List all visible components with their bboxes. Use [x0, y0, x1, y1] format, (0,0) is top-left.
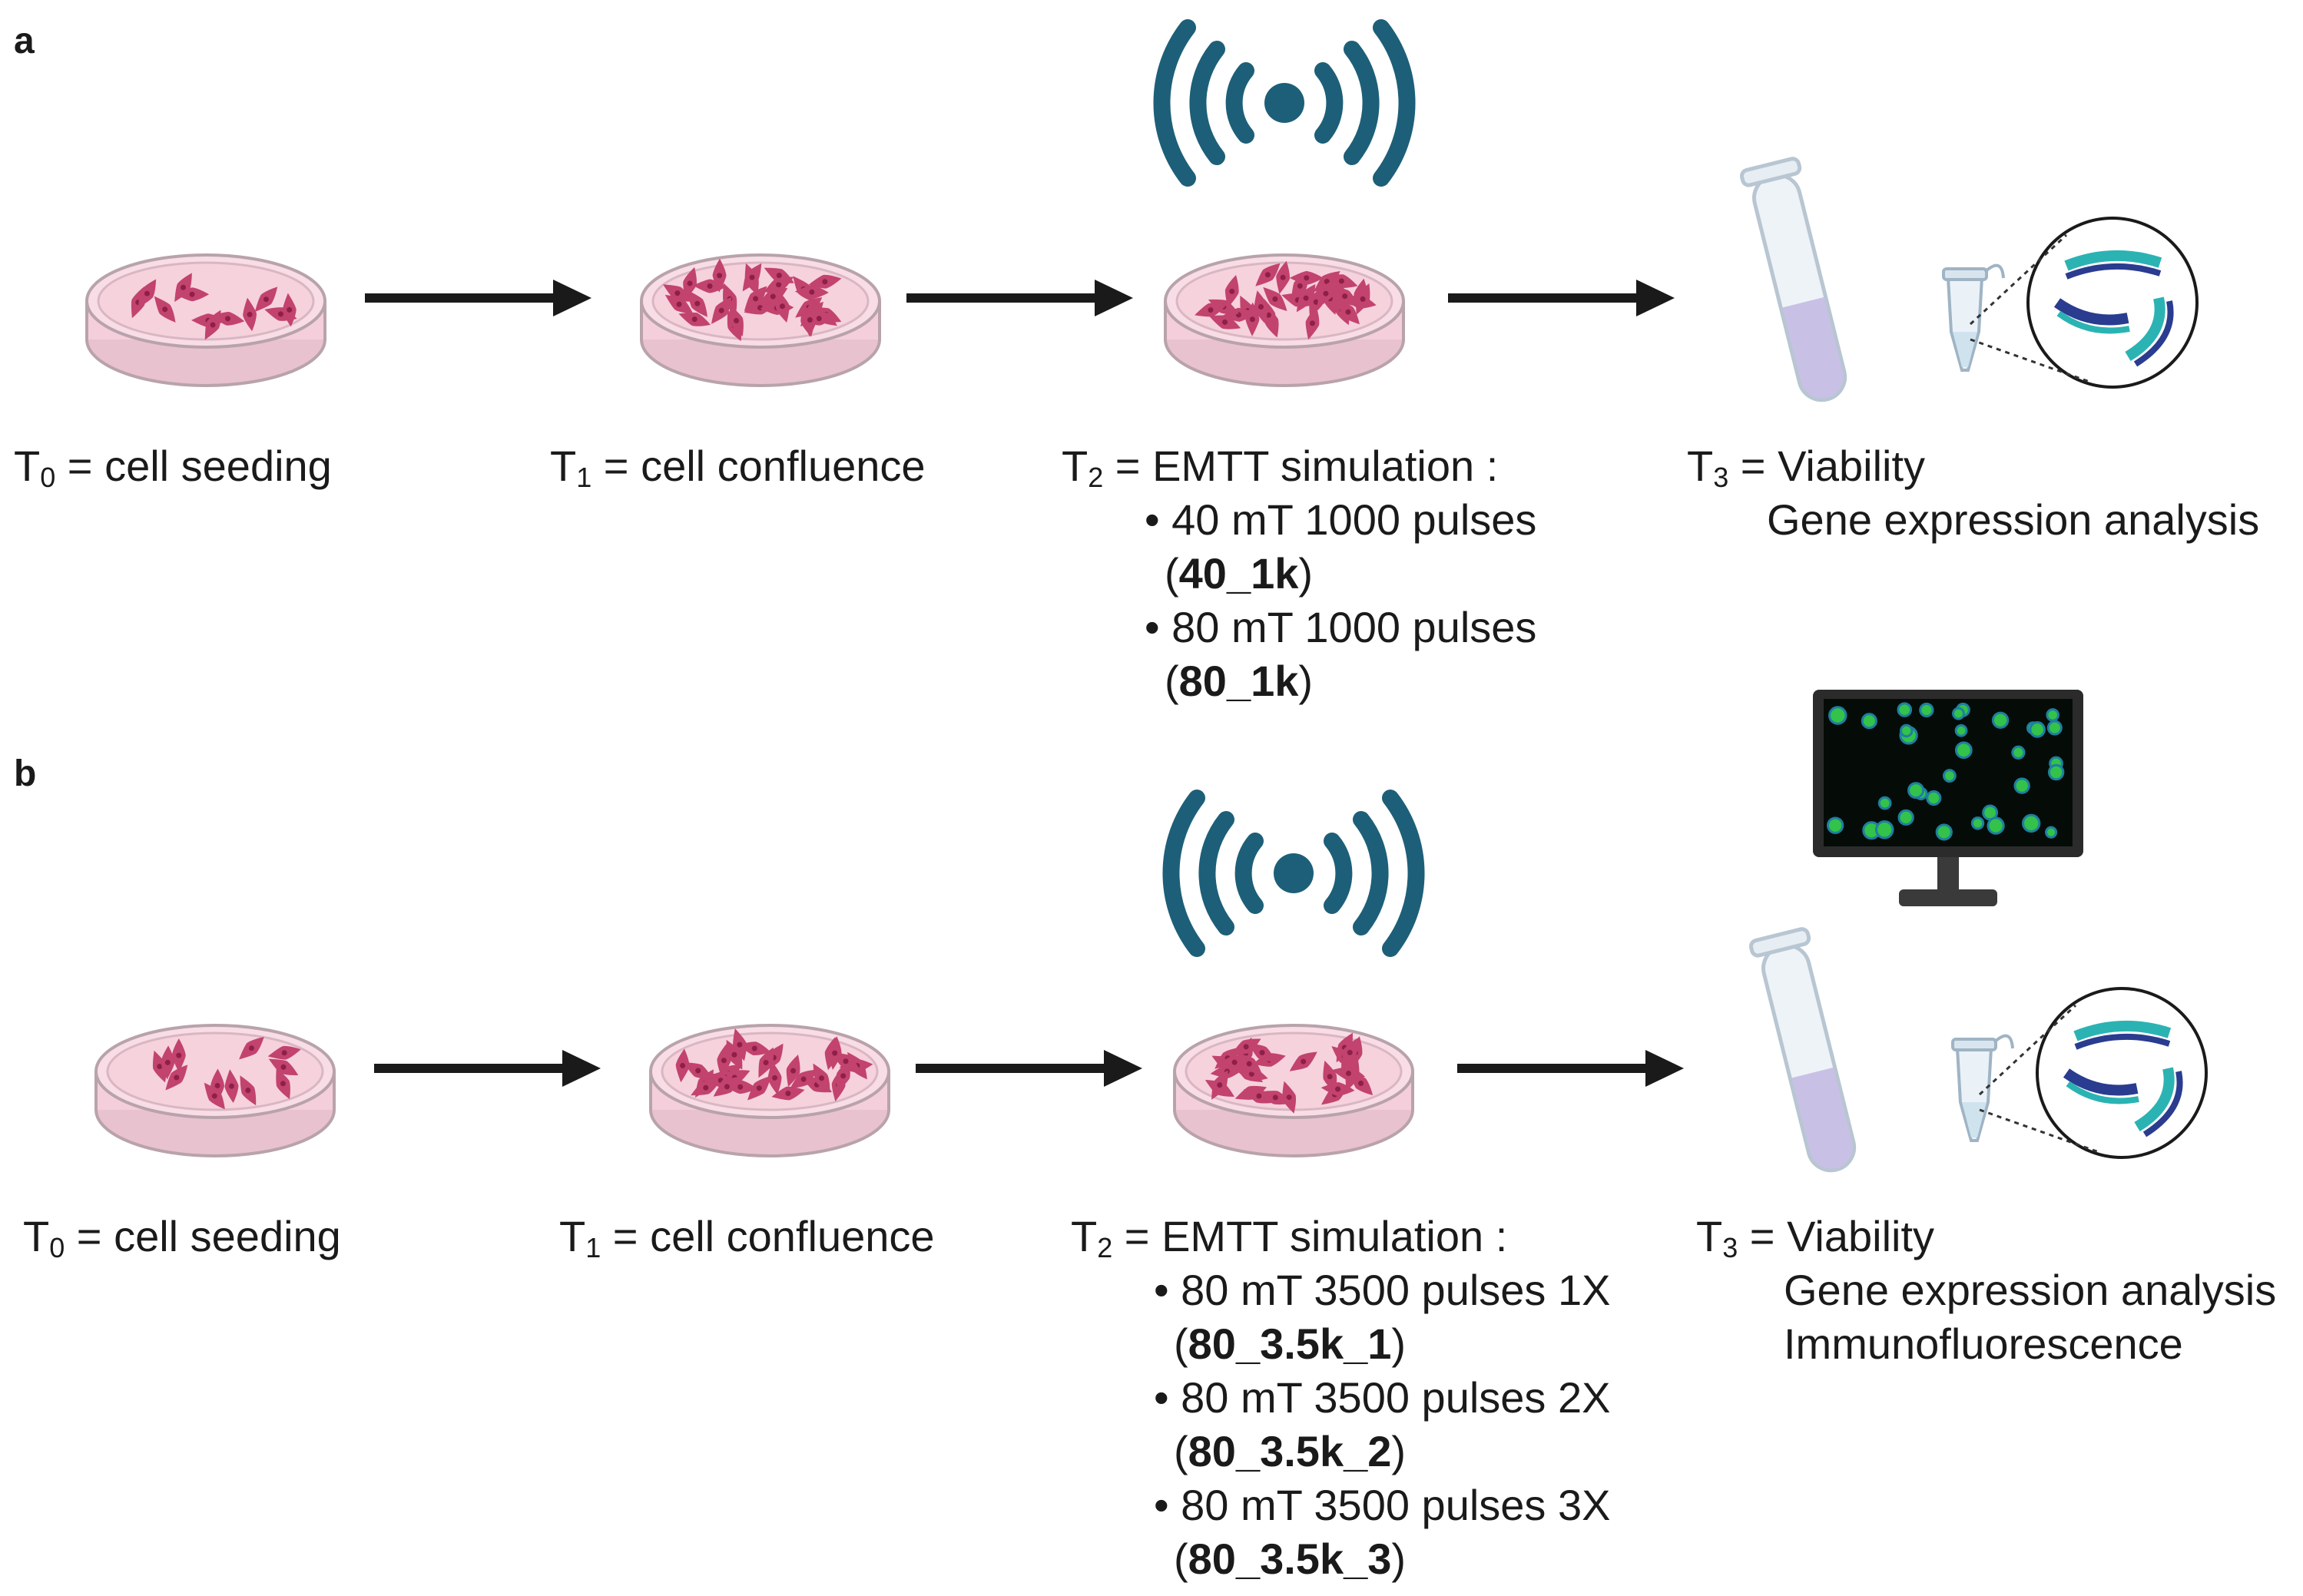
- test-tube-icon: [1741, 157, 1856, 406]
- test-tube-icon: [1750, 928, 1865, 1177]
- fluorescent-cell-icon: [1919, 702, 1934, 718]
- fluorescent-cell-icon: [2045, 826, 2058, 839]
- condition-line: • 80 mT 1000 pulses: [1145, 603, 1537, 651]
- t3-label-b: T3 = Viability: [1696, 1212, 1935, 1263]
- panel-letter-a: a: [14, 21, 35, 61]
- arrow-right-icon: [916, 1050, 1142, 1087]
- condition-code: (80_1k): [1165, 657, 1314, 705]
- signal-waves-icon: [1161, 28, 1407, 178]
- zoom-guide-lines: [1978, 1004, 2099, 1154]
- fluorescent-cell-icon: [2047, 763, 2065, 781]
- microtube-icon: [1942, 263, 2005, 372]
- petri-dish-icon: [640, 253, 881, 387]
- t3-extra-line: Immunofluorescence: [1784, 1320, 2183, 1368]
- fluorescent-cell-icon: [2022, 813, 2041, 833]
- monitor-icon: [1813, 690, 2083, 906]
- fluorescent-cell-icon: [1826, 816, 1844, 834]
- arrow-right-icon: [906, 280, 1133, 316]
- condition-code: (80_3.5k_2): [1174, 1427, 1407, 1475]
- fluorescent-cell-icon: [1907, 782, 1925, 800]
- fluorescent-cell-icon: [2011, 745, 2026, 760]
- t1-label-a: T1 = cell confluence: [550, 442, 926, 493]
- t3-extra-line: Gene expression analysis: [1784, 1266, 2277, 1314]
- fluorescent-cell-icon: [1954, 723, 1968, 737]
- fluorescent-cell-icon: [1828, 706, 1847, 725]
- panel-letter-b: b: [14, 753, 37, 794]
- fluorescent-cell-icon: [1877, 796, 1892, 810]
- dna-strand-icon: [2037, 988, 2206, 1157]
- condition-line: • 80 mT 3500 pulses 3X: [1154, 1481, 1611, 1529]
- fluorescent-cell-icon: [2029, 721, 2046, 738]
- condition-line: • 80 mT 3500 pulses 2X: [1154, 1373, 1611, 1422]
- fluorescent-cell-icon: [2046, 720, 2063, 736]
- fluorescent-cell-icon: [1942, 769, 1957, 783]
- signal-waves-icon: [1171, 798, 1416, 949]
- fluorescent-cell-icon: [1926, 790, 1942, 806]
- fluorescent-cell-icon: [1970, 816, 1985, 830]
- zoom-guide-lines: [1969, 233, 2090, 383]
- condition-code: (80_3.5k_3): [1174, 1535, 1407, 1583]
- petri-dish-icon: [649, 1024, 890, 1157]
- microtube-icon: [1951, 1034, 2014, 1142]
- fluorescent-cell-icon: [1952, 707, 1965, 720]
- fluorescent-cell-icon: [1954, 741, 1973, 760]
- arrow-right-icon: [1457, 1050, 1684, 1087]
- fluorescent-cell-icon: [1861, 713, 1877, 730]
- condition-line: • 80 mT 3500 pulses 1X: [1154, 1266, 1611, 1314]
- petri-dish-icon: [1173, 1024, 1414, 1157]
- t3-extra-line: Gene expression analysis: [1767, 495, 2260, 544]
- dna-strand-icon: [2028, 218, 2197, 387]
- fluorescent-cell-icon: [2046, 708, 2059, 722]
- t2-label-a: T2 = EMTT simulation :: [1062, 442, 1499, 493]
- condition-line: • 40 mT 1000 pulses: [1145, 495, 1537, 544]
- fluorescent-cell-icon: [2013, 777, 2030, 794]
- fluorescent-cell-icon: [1991, 711, 2010, 729]
- fluorescent-cell-icon: [1897, 702, 1913, 717]
- t0-label-a: T0 = cell seeding: [14, 442, 332, 493]
- condition-code: (80_3.5k_1): [1174, 1320, 1407, 1368]
- fluorescent-cell-icon: [1900, 723, 1914, 738]
- fluorescent-cell-icon: [1987, 816, 2005, 835]
- arrow-right-icon: [365, 280, 591, 316]
- fluorescent-cell-icon: [1897, 809, 1914, 826]
- arrow-right-icon: [374, 1050, 601, 1087]
- t1-label-b: T1 = cell confluence: [559, 1212, 935, 1263]
- fluorescent-cell-icon: [1935, 823, 1953, 841]
- t2-label-b: T2 = EMTT simulation :: [1071, 1212, 1508, 1263]
- fluorescent-cell-icon: [1875, 820, 1894, 839]
- condition-code: (40_1k): [1165, 549, 1314, 598]
- t0-label-b: T0 = cell seeding: [23, 1212, 341, 1263]
- arrow-right-icon: [1448, 280, 1675, 316]
- t3-label-a: T3 = Viability: [1687, 442, 1926, 493]
